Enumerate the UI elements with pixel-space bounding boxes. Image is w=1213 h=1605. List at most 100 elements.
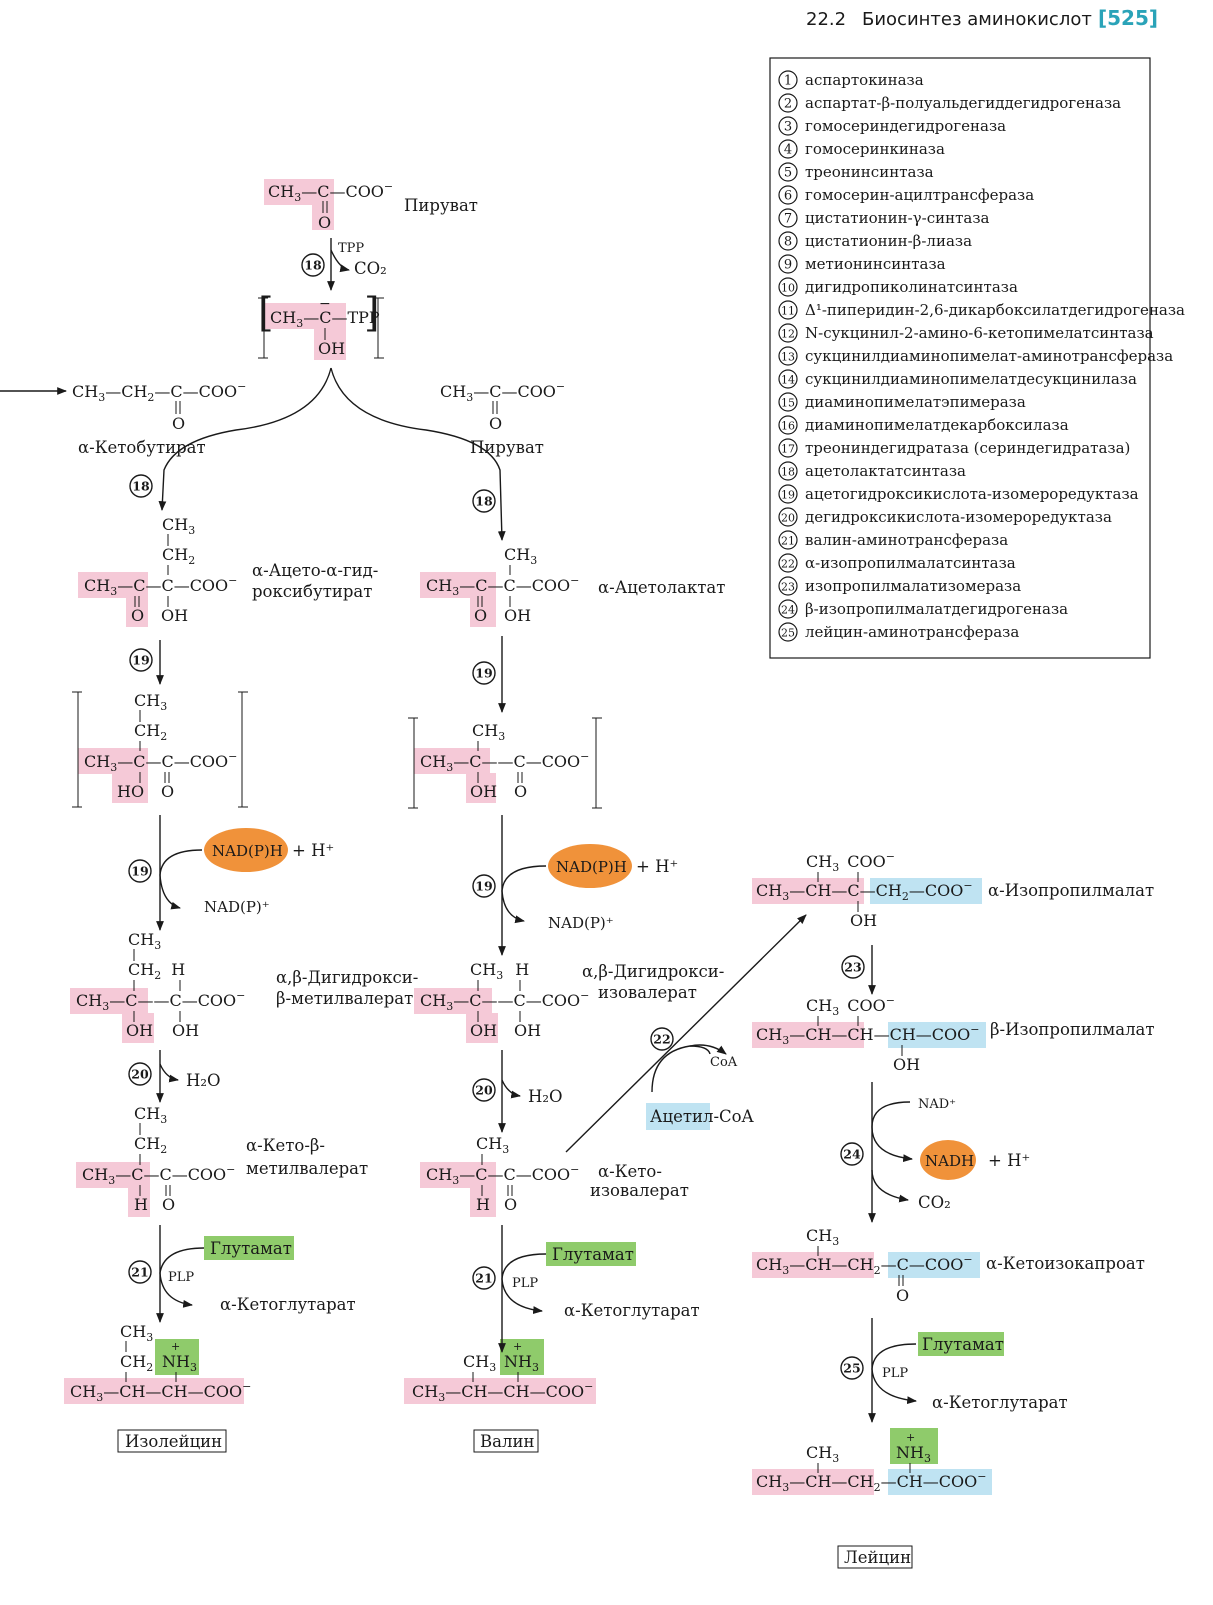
legend-enzyme-name: Δ¹-пиперидин-2,6-дикарбоксилатдегидроген… <box>805 301 1185 319</box>
svg-text:OH: OH <box>161 606 188 625</box>
svg-text:CH2: CH2 <box>134 721 167 743</box>
svg-text:CH3: CH3 <box>134 1104 167 1126</box>
plp-label-leu: PLP <box>882 1366 908 1381</box>
svg-text:CH3—CH2—C—COO−: CH3—CH2—C—COO− <box>72 380 246 404</box>
svg-text:CH3: CH3 <box>162 515 195 537</box>
svg-text:CH3—C—C—COO−: CH3—C—C—COO− <box>426 1163 579 1187</box>
ketomethylvalerate-label-2: метилвалерат <box>246 1159 368 1178</box>
isoleucine-label: Изолейцин <box>125 1432 222 1451</box>
legend-enzyme-name: метионинсинтаза <box>805 255 946 273</box>
legend-enzyme-name: диаминопимелатэпимераза <box>805 393 1026 411</box>
ketobutyrate-structure: CH3—CH2—C—COO− O <box>72 380 246 433</box>
svg-text:O: O <box>514 782 527 801</box>
legend-number: 6 <box>784 189 792 204</box>
plp-label-right: PLP <box>512 1276 538 1291</box>
svg-text:OH: OH <box>850 911 877 930</box>
svg-text:[: [ <box>258 290 274 336</box>
legend-number: 15 <box>781 397 795 410</box>
step-circle <box>472 1078 496 1102</box>
ketoisovalerate-label-1: α-Кето- <box>598 1162 662 1181</box>
legend-number: 16 <box>781 420 795 433</box>
svg-text:O: O <box>318 213 331 232</box>
ketomethylvalerate-label-1: α-Кето-β- <box>246 1136 325 1155</box>
legend-number: 2 <box>784 97 792 112</box>
legend-number: 7 <box>784 212 792 227</box>
svg-text:+: + <box>906 1431 915 1444</box>
svg-text:H: H <box>134 1195 148 1214</box>
legend-number: 25 <box>781 627 795 640</box>
svg-text:CH3—C—C—COO−: CH3—C—C—COO− <box>84 574 237 598</box>
legend-number-circle <box>778 139 798 159</box>
leucine-box <box>837 1545 913 1569</box>
step-number: 18 <box>129 474 153 498</box>
legend-row: 15 диаминопимелатэпимераза <box>778 392 1026 412</box>
nadh-label: NADH <box>925 1152 974 1170</box>
nadh-oval <box>920 1140 976 1180</box>
legend-number-circle <box>778 415 798 435</box>
legend-number-circle <box>778 231 798 251</box>
legend-number-circle <box>778 507 798 527</box>
svg-text:OH: OH <box>126 1021 153 1040</box>
legend-number: 21 <box>781 535 795 548</box>
h2o-label-right: H₂O <box>528 1087 563 1106</box>
step-label: 18 <box>475 494 493 509</box>
svg-text:NH3: NH3 <box>504 1352 539 1374</box>
step-label: 22 <box>653 1032 670 1047</box>
nadph-label-left: NAD(P)H <box>212 842 283 860</box>
svg-text:−: − <box>319 296 331 312</box>
svg-text:CH3—C—C—COO−: CH3—C—C—COO− <box>82 1163 235 1187</box>
svg-text:CH3: CH3 <box>476 1134 509 1156</box>
svg-text:O: O <box>474 606 487 625</box>
nadp-label-right: NAD(P)⁺ <box>548 914 614 932</box>
svg-text:O: O <box>162 1195 175 1214</box>
step-label: 24 <box>843 1147 861 1162</box>
svg-text:O: O <box>131 606 144 625</box>
nadh-h-label: + H⁺ <box>988 1151 1030 1170</box>
glutamate-label-leu: Глутамат <box>922 1335 1004 1354</box>
step-number: 19 <box>472 874 496 898</box>
legend-enzyme-name: аспартат-β-полуальдегиддегидрогеназа <box>805 94 1121 112</box>
legend-number: 17 <box>781 443 795 456</box>
step-label: 18 <box>304 258 322 273</box>
step-number: 20 <box>128 1062 152 1086</box>
section-title: Биосинтез аминокислот <box>862 9 1092 30</box>
legend-number-circle <box>778 599 798 619</box>
svg-text:O: O <box>172 414 185 433</box>
valine-box <box>473 1429 539 1453</box>
ketoisocaproate-label: α-Кетоизокапроат <box>986 1254 1145 1273</box>
legend-number: 9 <box>784 258 792 273</box>
svg-text:CH3—C——C—COO−: CH3—C——C—COO− <box>76 989 245 1013</box>
legend-number: 8 <box>784 235 792 250</box>
ketoisocaproate-structure: CH3 CH3—CH—CH2—C—COO− O <box>756 1226 973 1305</box>
dihydroxymethylvalerate-label-2: β-метилвалерат <box>276 989 413 1008</box>
nadp-label-left: NAD(P)⁺ <box>204 898 270 916</box>
step-circle <box>841 955 865 979</box>
svg-text:CH3—C—COO−: CH3—C—COO− <box>440 380 565 404</box>
co2-label-top: CO₂ <box>354 259 387 278</box>
legend-number-circle <box>778 530 798 550</box>
legend-number-circle <box>778 392 798 412</box>
svg-text:]: ] <box>364 290 380 336</box>
step-number: 24 <box>840 1142 864 1166</box>
step-label: 20 <box>131 1067 149 1082</box>
legend-number-circle <box>778 438 798 458</box>
highlights <box>64 179 992 1495</box>
pyruvate-top-structure: CH3—C—COO− O <box>268 180 393 232</box>
step-number: 18 <box>301 253 325 277</box>
legend-number: 20 <box>781 512 795 525</box>
step-label: 25 <box>843 1361 860 1376</box>
legend-number: 23 <box>781 581 795 594</box>
